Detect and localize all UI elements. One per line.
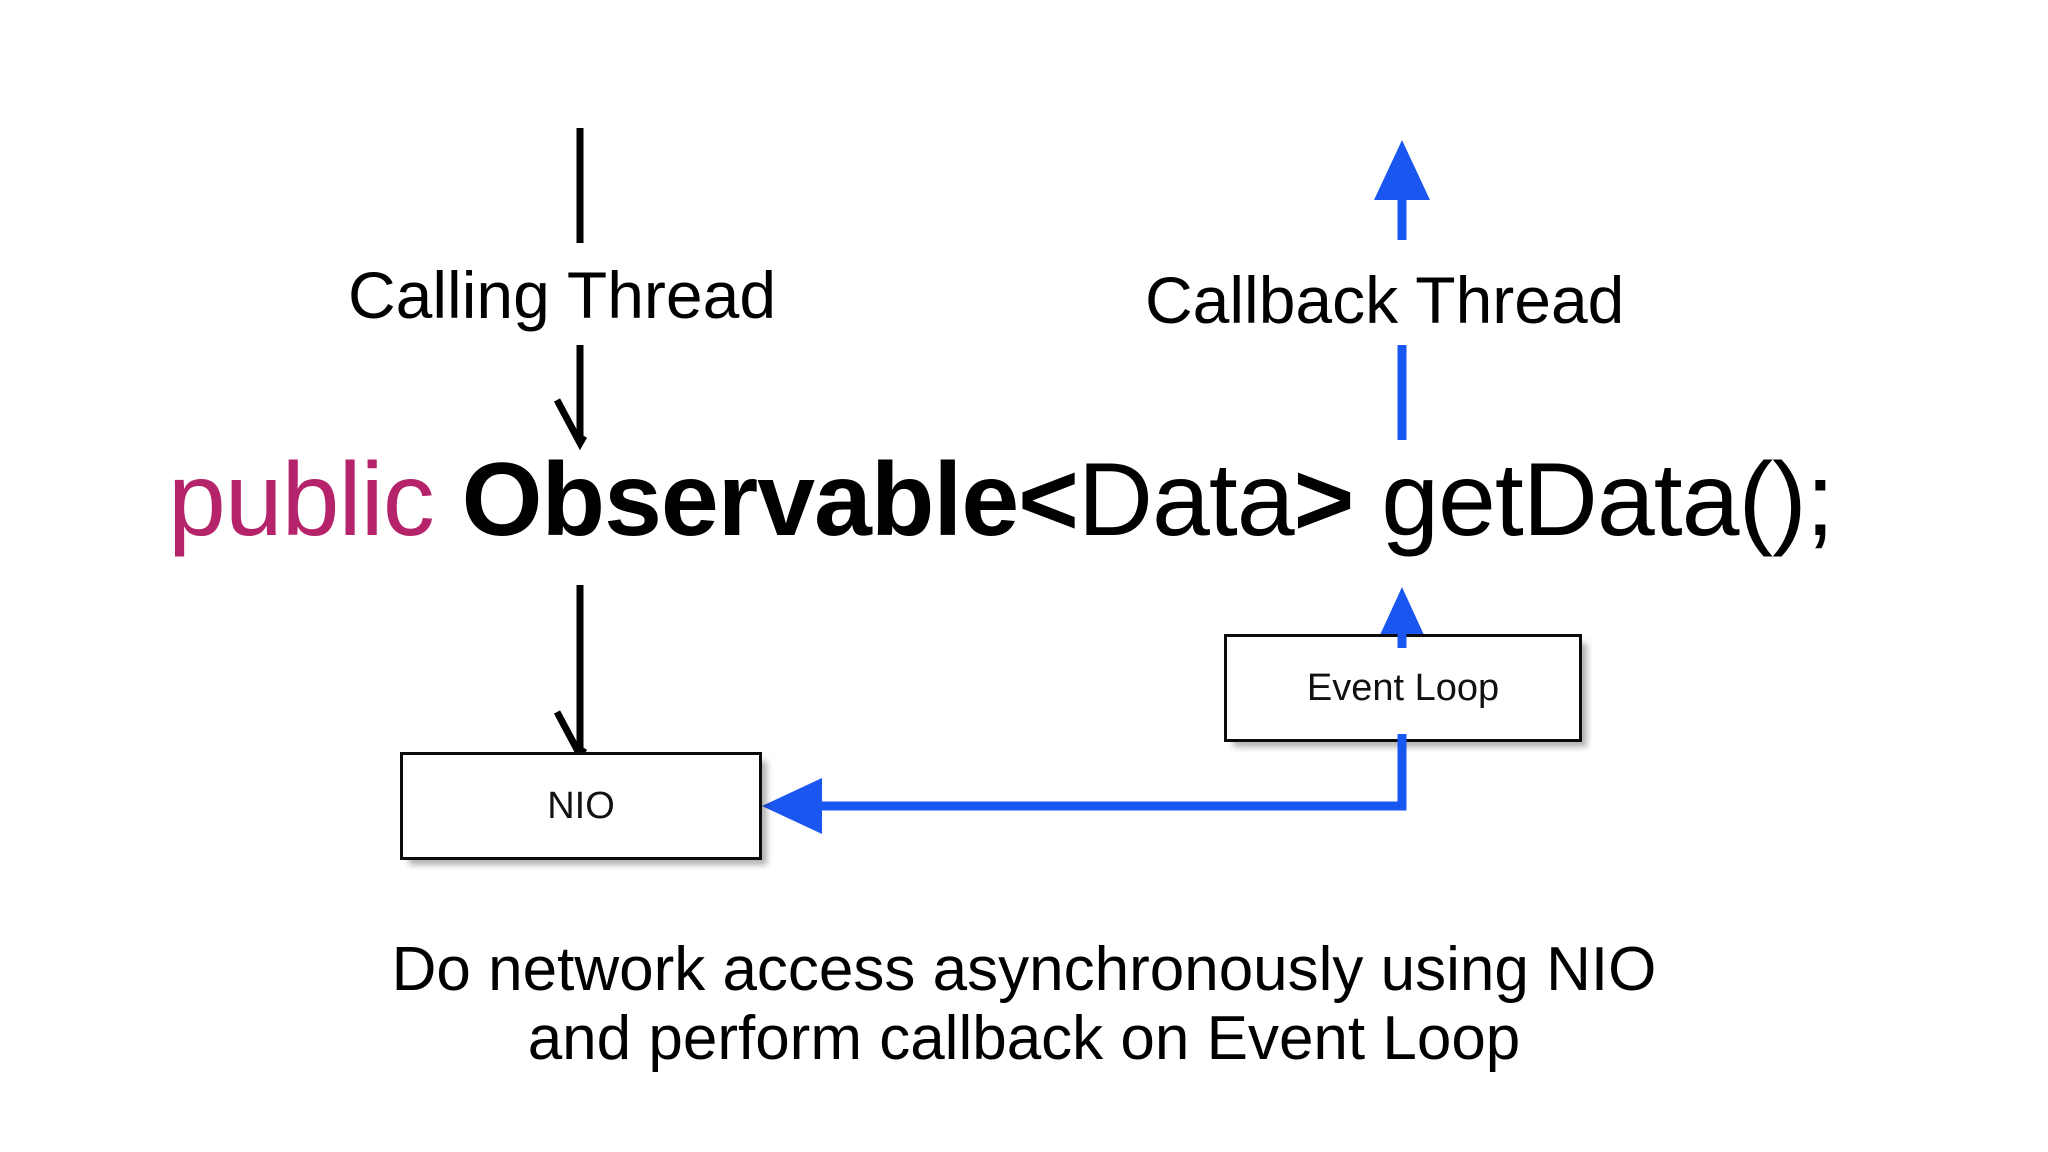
method-name-getdata: getData(); [1353,442,1834,558]
event-loop-to-nio-elbow [778,740,1407,811]
node-label-event-loop: Event Loop [1306,667,1500,709]
generic-angle-open: < [1018,442,1079,558]
generic-argument-data: Data [1077,442,1295,558]
calling-thread-to-code-arrowhead [553,398,588,451]
caption-line-2: and perform callback on Event Loop [527,1004,1521,1074]
generic-angle-close: > [1293,442,1355,558]
caption-line-1: Do network access asynchronously using N… [391,935,1657,1004]
caption-block: Do network access asynchronously using N… [0,935,2048,1074]
event-loop-to-nio-arrowhead [762,778,822,834]
keyword-public: public [168,442,435,558]
callback-thread-label: Callback Thread [1145,263,1625,337]
callback-thread-outbound-arrowhead [1374,140,1430,200]
node-label-nio: NIO [547,785,615,827]
method-signature-line: public Observable<Data> getData(); [168,442,1835,558]
type-observable: Observable [461,442,1020,558]
node-box-nio[interactable]: NIO [400,752,762,860]
event-loop-to-code-arrowhead [1374,587,1430,648]
node-box-event-loop[interactable]: Event Loop [1224,634,1582,742]
calling-thread-label: Calling Thread [348,258,777,332]
